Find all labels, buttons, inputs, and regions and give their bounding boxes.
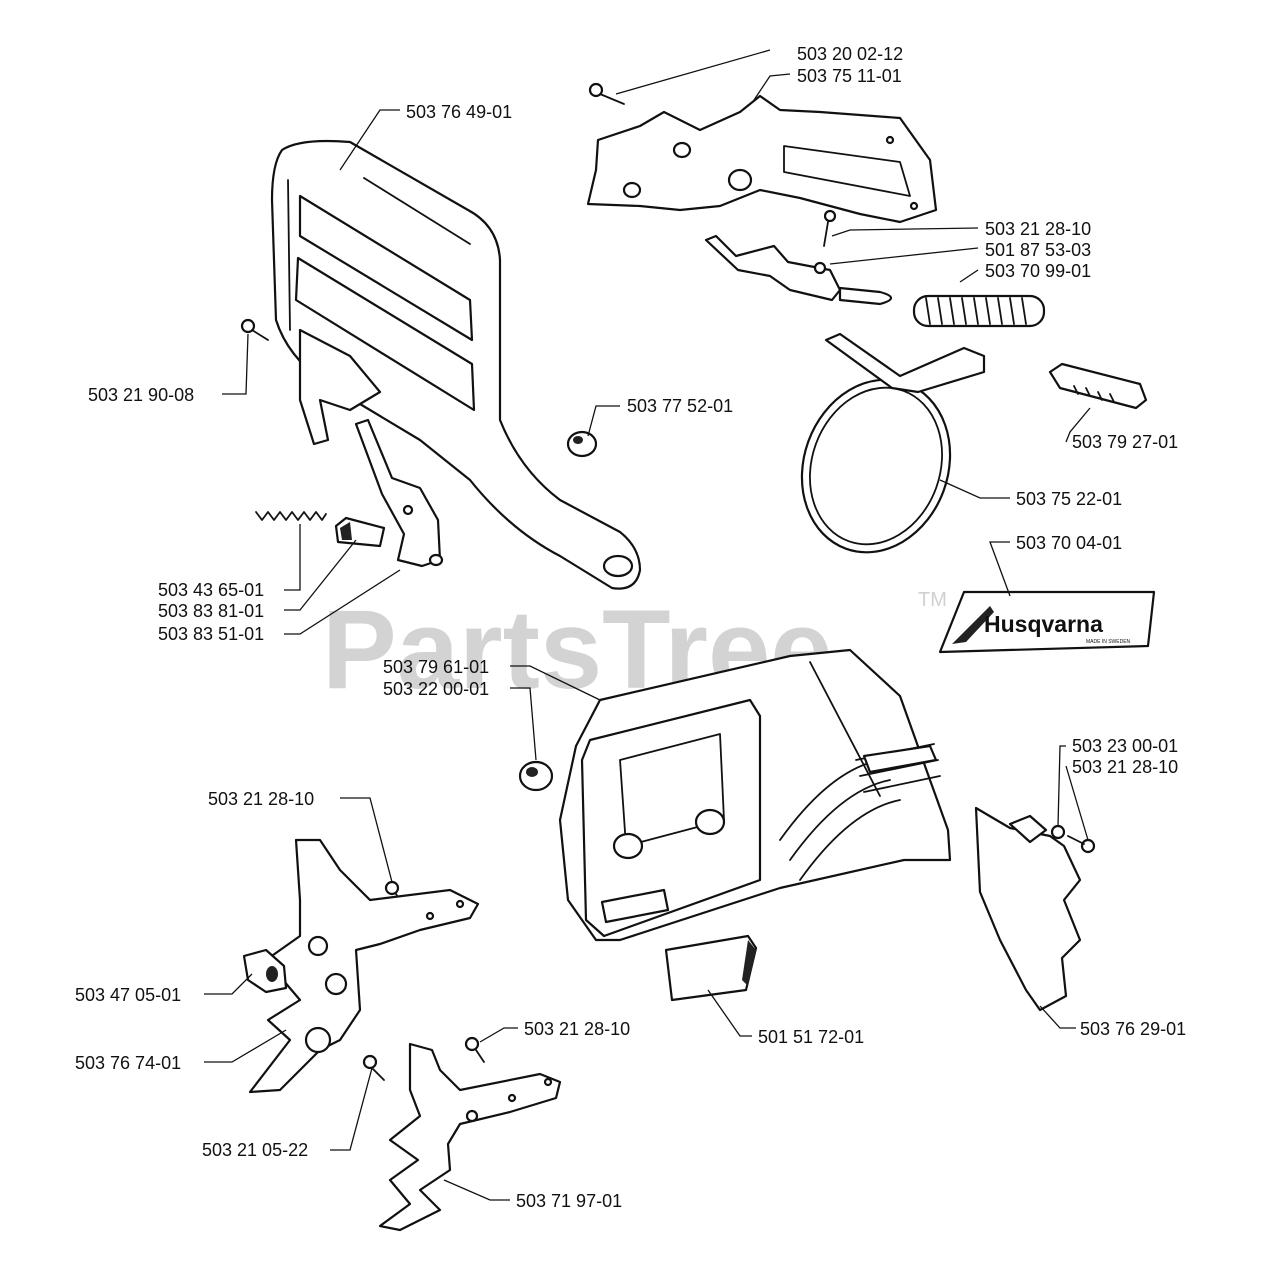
front-hand-guard-part: [270, 139, 642, 590]
rack-503-79-27-01-part: [1048, 362, 1148, 410]
screw-503-21-28-10-top-part: [823, 209, 837, 247]
buffer-503-47-05-01-part: [242, 948, 288, 994]
nut-503-22-00-01-part: [518, 760, 554, 792]
part-label[interactable]: 503 77 52-01: [627, 396, 733, 416]
part-label[interactable]: 501 87 53-03: [985, 240, 1091, 260]
part-label[interactable]: 503 47 05-01: [75, 985, 181, 1005]
part-label[interactable]: 503 75 22-01: [1016, 489, 1122, 509]
decal-503-70-04-01-part: Husqvarna MADE IN SWEDEN: [938, 590, 1156, 654]
part-label[interactable]: 503 79 27-01: [1072, 432, 1178, 452]
nut-503-77-52-01-part: [566, 430, 598, 458]
part-label[interactable]: 503 23 00-01: [1072, 736, 1178, 756]
block-501-51-72-01-part: [664, 934, 758, 1002]
spring-503-43-65-01-part: [255, 511, 327, 521]
decal-brand-text: Husqvarna: [984, 611, 1103, 637]
part-label[interactable]: 503 21 28-10: [524, 1019, 630, 1039]
part-label[interactable]: 503 21 05-22: [202, 1140, 308, 1160]
brake-housing-part: [586, 94, 938, 224]
leader-lines: [204, 49, 1091, 1201]
part-label[interactable]: 503 20 02-12: [797, 44, 903, 64]
part-label[interactable]: 503 43 65-01: [158, 580, 264, 600]
part-label[interactable]: 503 21 90-08: [88, 385, 194, 405]
decal-fine-print: MADE IN SWEDEN: [1086, 639, 1131, 645]
part-label[interactable]: 503 21 28-10: [208, 789, 314, 809]
screw-washer-right-part: [1050, 824, 1096, 854]
screw-503-21-90-08-part: [240, 318, 269, 341]
part-label[interactable]: 503 21 28-10: [985, 219, 1091, 239]
spike-plate-503-71-97-01-part: [378, 1042, 562, 1232]
part-label[interactable]: 503 83 51-01: [158, 624, 264, 644]
lever-503-83-51-01-part: [354, 418, 444, 568]
clutch-cover-part: [558, 648, 952, 942]
part-labels: 503 20 02-12 503 75 11-01 503 76 49-01 5…: [75, 44, 1186, 1211]
part-label[interactable]: 503 76 74-01: [75, 1053, 181, 1073]
watermark-trademark: TM: [918, 589, 947, 611]
part-label[interactable]: 503 70 04-01: [1016, 533, 1122, 553]
block-503-83-81-01-part: [334, 516, 386, 548]
part-label[interactable]: 503 83 81-01: [158, 601, 264, 621]
spring-503-70-99-01-part: [912, 294, 1046, 328]
part-label[interactable]: 503 76 29-01: [1080, 1019, 1186, 1039]
part-label[interactable]: 501 51 72-01: [758, 1027, 864, 1047]
screw-503-20-02-12-part: [588, 82, 625, 105]
part-label[interactable]: 503 21 28-10: [1072, 757, 1178, 777]
part-label[interactable]: 503 70 99-01: [985, 261, 1091, 281]
brake-band-part: [800, 332, 986, 554]
part-label[interactable]: 503 22 00-01: [383, 679, 489, 699]
part-label[interactable]: 503 75 11-01: [797, 66, 902, 86]
brake-lever-501-87-53-03-part: [704, 234, 893, 306]
bar-plate-503-76-29-01-part: [974, 806, 1082, 1012]
part-label[interactable]: 503 76 49-01: [406, 102, 512, 122]
part-label[interactable]: 503 71 97-01: [516, 1191, 622, 1211]
screw-503-21-28-10-lower-part: [464, 1036, 485, 1063]
screw-503-21-05-22-part: [362, 1054, 385, 1081]
part-label[interactable]: 503 79 61-01: [383, 657, 489, 677]
